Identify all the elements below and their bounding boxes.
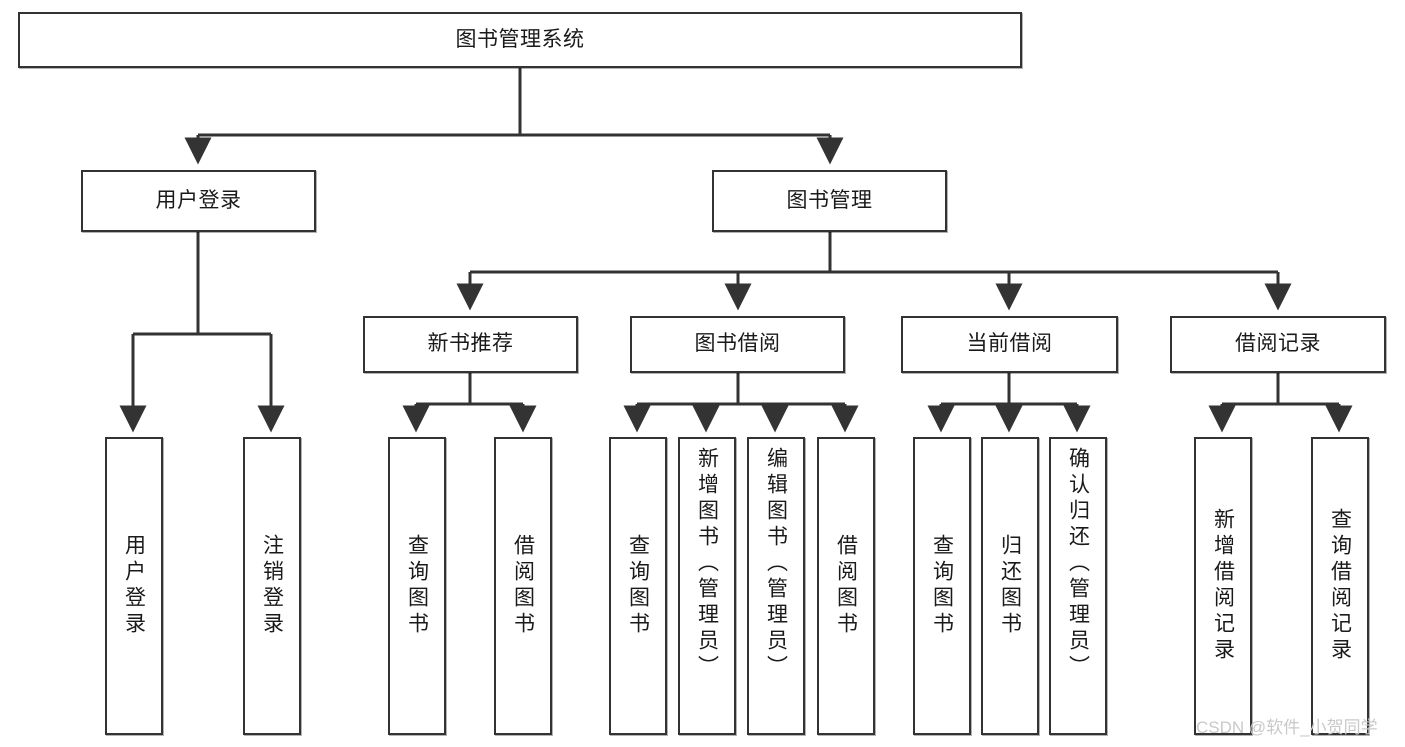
leaf-logout-login[interactable]: 注销登录 (243, 437, 301, 735)
node-label: 编辑图书（管理员） (764, 447, 788, 681)
node-borrow-record[interactable]: 借阅记录 (1170, 316, 1386, 373)
node-label: 图书管理系统 (455, 27, 585, 51)
leaf-borrow-book[interactable]: 借阅图书 (817, 437, 875, 735)
node-label: 新书推荐 (427, 332, 514, 356)
node-label: 用户登录 (155, 188, 242, 212)
node-label: 查询图书 (405, 534, 429, 638)
node-label: 注销登录 (260, 534, 284, 638)
leaf-query-borrow-record[interactable]: 查询借阅记录 (1311, 437, 1369, 735)
node-book-borrow[interactable]: 图书借阅 (630, 316, 845, 373)
leaf-confirm-return-admin[interactable]: 确认归还（管理员） (1049, 437, 1107, 735)
node-label: 用户登录 (122, 534, 146, 638)
node-new-book-recommend[interactable]: 新书推荐 (363, 316, 578, 373)
node-current-borrow[interactable]: 当前借阅 (901, 316, 1118, 373)
node-label: 归还图书 (998, 534, 1022, 638)
node-label: 新增图书（管理员） (695, 447, 719, 681)
node-label: 查询图书 (626, 534, 650, 638)
node-label: 图书管理 (786, 188, 873, 212)
leaf-query-book-current[interactable]: 查询图书 (913, 437, 971, 735)
node-label: 查询图书 (930, 534, 954, 638)
node-label: 借阅图书 (834, 534, 858, 638)
node-label: 查询借阅记录 (1328, 508, 1352, 664)
leaf-add-book-admin[interactable]: 新增图书（管理员） (678, 437, 736, 735)
leaf-user-login[interactable]: 用户登录 (105, 437, 163, 735)
leaf-query-book-recommend[interactable]: 查询图书 (388, 437, 446, 735)
leaf-borrow-book-recommend[interactable]: 借阅图书 (494, 437, 552, 735)
node-label: 新增借阅记录 (1211, 508, 1235, 664)
leaf-edit-book-admin[interactable]: 编辑图书（管理员） (747, 437, 805, 735)
node-label: 当前借阅 (966, 332, 1053, 356)
node-label: 借阅图书 (511, 534, 535, 638)
node-user-login[interactable]: 用户登录 (81, 170, 316, 232)
node-label: 图书借阅 (694, 332, 781, 356)
leaf-return-book[interactable]: 归还图书 (981, 437, 1039, 735)
leaf-query-book-borrow[interactable]: 查询图书 (609, 437, 667, 735)
node-root-book-management-system[interactable]: 图书管理系统 (18, 12, 1022, 68)
leaf-add-borrow-record[interactable]: 新增借阅记录 (1194, 437, 1252, 735)
csdn-watermark: CSDN @软件_小贺同学 (1196, 718, 1378, 737)
node-book-management[interactable]: 图书管理 (712, 170, 947, 232)
node-label: 确认归还（管理员） (1066, 447, 1090, 681)
node-label: 借阅记录 (1235, 332, 1321, 356)
